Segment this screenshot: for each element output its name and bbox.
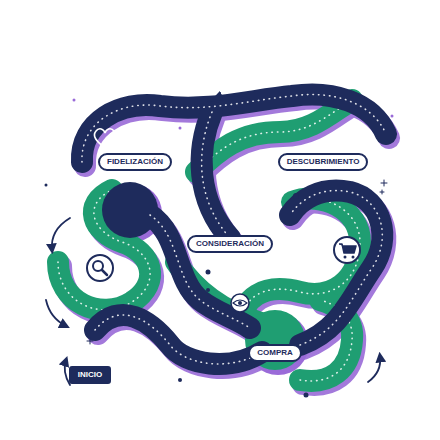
stage-name: FIDELIZACIÓN [107, 157, 163, 166]
stage-label: CONSIDERACIÓN [187, 235, 273, 253]
stage-name: INICIO [78, 370, 102, 379]
stage-label: INICIO [69, 366, 111, 384]
stage-label: FIDELIZACIÓN [98, 153, 172, 171]
stage-name: CONSIDERACIÓN [196, 239, 264, 248]
stage-label: COMPRA [248, 344, 302, 362]
stage-name: DESCUBRIMIENTO [287, 157, 360, 166]
stage-label: DESCUBRIMIENTO [278, 153, 369, 171]
stage-name: COMPRA [257, 348, 293, 357]
